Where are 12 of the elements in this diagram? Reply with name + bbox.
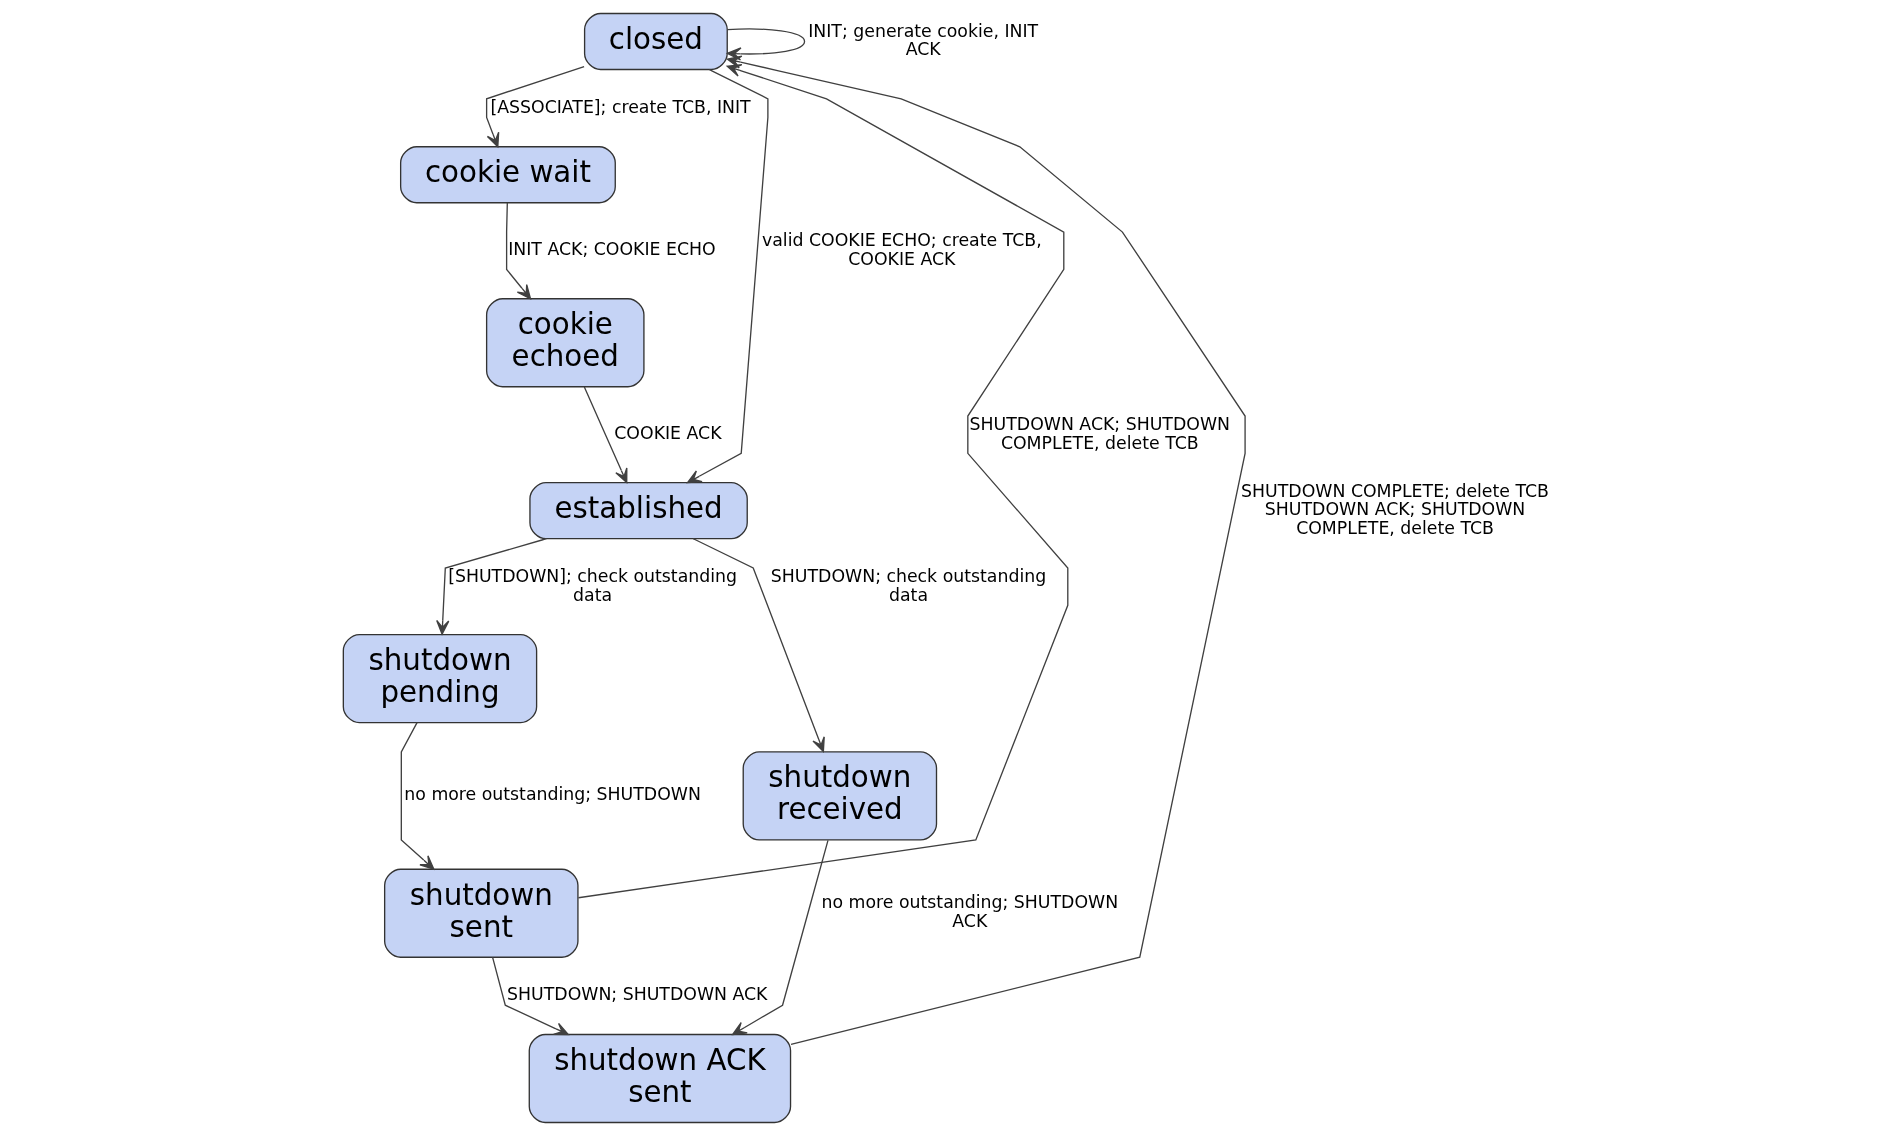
edge-label: SHUTDOWN ACK; SHUTDOWN COMPLETE, delete TCB [969, 413, 1230, 453]
edge-label: valid COOKIE ECHO; create TCB, COOKIE ACK [761, 229, 1042, 269]
edge-label: SHUTDOWN; check outstanding data [770, 565, 1047, 605]
edge-label: SHUTDOWN COMPLETE; delete TCB SHUTDOWN ACK; SHUTDOWN COMPLETE, delete TCB [1241, 480, 1549, 538]
edge-label: [ASSOCIATE]; create TCB, INIT [490, 96, 751, 117]
edge-label: COOKIE ACK [614, 423, 722, 444]
edge-label: INIT; generate cookie, INIT ACK [808, 20, 1039, 60]
edge-label: no more outstanding; SHUTDOWN ACK [821, 892, 1119, 932]
edge-label: INIT ACK; COOKIE ECHO [508, 239, 716, 260]
edge-label: no more outstanding; SHUTDOWN [404, 784, 701, 805]
edge-label: [SHUTDOWN]; check outstanding data [448, 565, 738, 605]
edge-label: SHUTDOWN; SHUTDOWN ACK [507, 984, 768, 1005]
